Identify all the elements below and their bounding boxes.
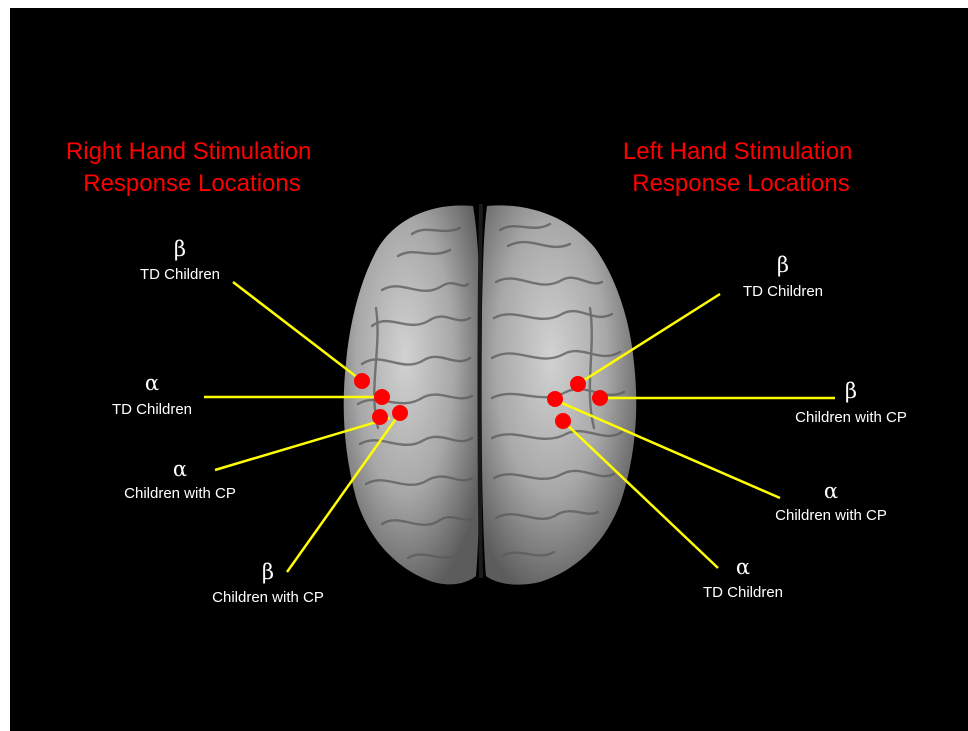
band-symbol: β [262,560,274,584]
marker-l-alpha-td [555,413,571,429]
annotation-r-alpha-cp: α Children with CP [124,457,236,502]
annotation-l-alpha-td: α TD Children [703,555,783,601]
marker-r-beta-td [354,373,370,389]
group-label: Children with CP [795,409,907,426]
annotation-l-beta-td: β TD Children [743,253,823,300]
annotation-r-beta-cp: β Children with CP [212,560,324,606]
left-hand-heading-line1: Left Hand Stimulation [623,138,852,165]
left-hand-heading: Left Hand Stimulation Response Locations [623,138,859,197]
group-label: TD Children [743,283,823,300]
right-hemisphere-shape [344,205,481,584]
annotation-r-beta-td: β TD Children [140,237,220,283]
group-label: Children with CP [212,589,324,606]
band-symbol: α [173,457,187,481]
group-label: TD Children [703,584,783,601]
band-symbol: β [777,253,789,277]
marker-l-beta-cp [592,390,608,406]
marker-r-beta-cp [392,405,408,421]
band-symbol: α [145,371,159,395]
slide-background: Right Hand Stimulation Response Location… [10,8,968,731]
marker-r-alpha-cp [372,409,388,425]
marker-l-alpha-cp [547,391,563,407]
longitudinal-fissure [480,204,482,578]
band-symbol: α [824,479,838,503]
group-label: Children with CP [775,507,887,524]
band-symbol: α [736,555,750,579]
right-hand-heading: Right Hand Stimulation Response Location… [66,138,318,197]
annotation-l-beta-cp: β Children with CP [795,379,907,426]
group-label: Children with CP [124,485,236,502]
annotation-l-alpha-cp: α Children with CP [775,479,887,524]
right-hand-heading-line1: Right Hand Stimulation [66,138,311,165]
leader-line-r-beta-td [233,282,362,381]
marker-r-alpha-td [374,389,390,405]
annotation-r-alpha-td: α TD Children [112,371,192,418]
brain-figure: Right Hand Stimulation Response Location… [10,8,968,731]
band-symbol: β [174,237,186,261]
left-hand-heading-line2: Response Locations [632,170,849,197]
group-label: TD Children [112,401,192,418]
band-symbol: β [845,379,857,403]
right-hand-heading-line2: Response Locations [83,170,300,197]
group-label: TD Children [140,266,220,283]
marker-l-beta-td [570,376,586,392]
